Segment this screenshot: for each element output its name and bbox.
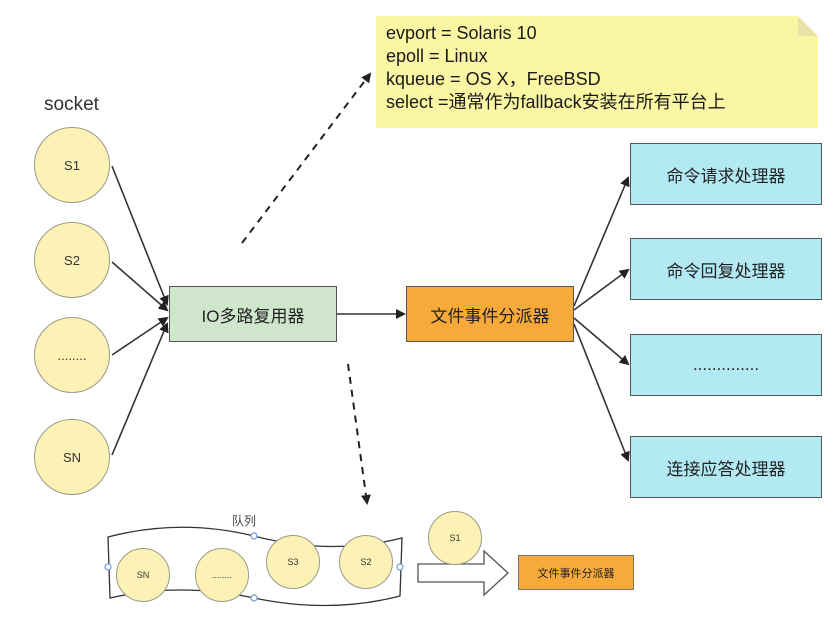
socket-ellipsis: ........	[34, 317, 110, 393]
queue-handle	[250, 532, 258, 540]
dashed-arrow-to-note	[241, 72, 372, 244]
arrow-sn-io	[111, 322, 169, 456]
dashed-arrow-to-queue	[347, 363, 371, 505]
queue-item-ellipsis: ........	[195, 548, 249, 602]
arrow-dispatcher-h3	[573, 317, 630, 366]
queue-handle	[396, 563, 404, 571]
arrow-s3-io	[111, 316, 169, 356]
arrow-dispatcher-h2	[573, 268, 630, 311]
small-file-event-dispatcher: 文件事件分派器	[518, 555, 634, 590]
block-arrow	[417, 549, 509, 597]
arrow-s2-io	[111, 261, 169, 312]
note-line: evport = Solaris 10	[386, 23, 537, 43]
note-line: select =通常作为fallback安装在所有平台上	[386, 92, 726, 112]
queue-item-s2: S2	[339, 535, 393, 589]
socket-s1: S1	[34, 127, 110, 203]
command-request-handler: 命令请求处理器	[630, 143, 822, 205]
command-reply-handler: 命令回复处理器	[630, 238, 822, 300]
arrow-s1-io	[111, 165, 169, 306]
outgoing-socket-s1: S1	[428, 511, 482, 565]
queue-item-sn: SN	[116, 548, 170, 602]
note-line: epoll = Linux	[386, 46, 488, 66]
file-event-dispatcher-box: 文件事件分派器	[406, 286, 574, 342]
queue-handle	[250, 594, 258, 602]
io-multiplexer-box: IO多路复用器	[169, 286, 337, 342]
multiplexer-implementations-note: evport = Solaris 10 epoll = Linux kqueue…	[376, 16, 818, 128]
socket-s2: S2	[34, 222, 110, 298]
queue-item-s3: S3	[266, 535, 320, 589]
arrow-dispatcher-h1	[573, 176, 630, 307]
socket-sn: SN	[34, 419, 110, 495]
arrow-dispatcher-h4	[573, 323, 630, 462]
connection-accept-handler: 连接应答处理器	[630, 436, 822, 498]
note-line: kqueue = OS X，FreeBSD	[386, 69, 601, 89]
queue-handle	[104, 563, 112, 571]
queue-label: 队列	[232, 514, 257, 528]
socket-label: socket	[44, 94, 99, 115]
handler-ellipsis: ..............	[630, 334, 822, 396]
